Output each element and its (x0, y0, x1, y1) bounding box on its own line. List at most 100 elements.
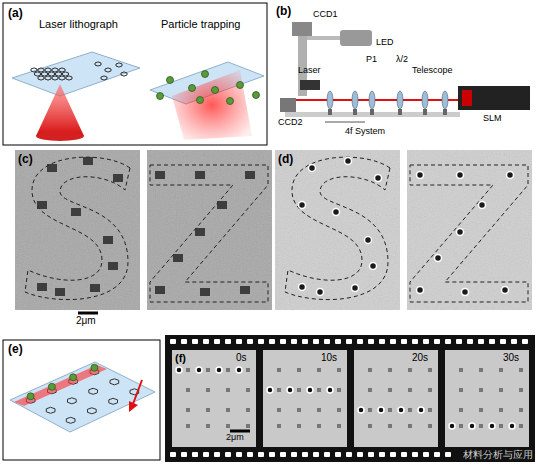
image-panel: (d) (275, 150, 532, 310)
sprocket-hole (247, 339, 253, 344)
graphene-hexagon (63, 72, 69, 76)
trapped-particle (462, 289, 469, 296)
panel-e-box: (e) (3, 340, 160, 460)
panel-a-details (31, 62, 260, 105)
sprocket-hole (302, 452, 308, 457)
trap-site (459, 368, 463, 372)
sprocket-hole (203, 339, 209, 344)
sprocket-hole (335, 339, 341, 344)
trapped-particle (299, 284, 306, 291)
lithographed-pattern (37, 201, 47, 209)
trap-site (459, 408, 463, 412)
lens (442, 91, 448, 109)
laser-line-trap (14, 365, 107, 406)
graphene-hexagon (66, 417, 75, 423)
part-name: P1 (366, 55, 377, 65)
panel-letter: (b) (276, 5, 291, 18)
node-label: 2μm (76, 315, 96, 326)
laser-cone-base (36, 131, 84, 141)
trap-site (337, 408, 341, 412)
sprocket-hole (214, 339, 220, 344)
trap-site (388, 424, 392, 428)
sprocket-hole (500, 339, 506, 344)
trapped-particle (370, 263, 377, 270)
sprocket-hole (445, 452, 451, 457)
trapped-particle (375, 175, 382, 182)
green-particle (212, 87, 219, 94)
trap-site (277, 408, 281, 412)
sprocket-hole (269, 339, 275, 344)
trapped-particle (345, 158, 352, 165)
film-frame: 20s (354, 350, 438, 447)
trapped-particle (509, 423, 515, 429)
lens-mount (370, 109, 374, 115)
trap-site (226, 388, 230, 392)
trap-site (408, 368, 412, 372)
green-particle (70, 374, 77, 381)
lithographed-pattern (245, 171, 255, 179)
trap-glow (172, 70, 252, 140)
trap-site (408, 408, 412, 412)
lithographed-pattern (240, 286, 250, 294)
part-name: CCD1 (313, 10, 338, 20)
sprocket-hole (379, 339, 385, 344)
trap-site (206, 408, 210, 412)
graphene-hexagon (45, 68, 51, 72)
sprocket-hole (258, 452, 264, 457)
graphene-hexagon (121, 72, 127, 76)
trapped-particle (479, 202, 486, 209)
trap-site (317, 368, 321, 372)
trap-site (428, 388, 432, 392)
trap-site (459, 388, 463, 392)
trap-site (246, 408, 250, 412)
trapped-particle (435, 255, 442, 262)
trapped-particle (307, 387, 313, 393)
sprocket-hole (280, 452, 286, 457)
slm-box (458, 86, 530, 110)
trap-site (368, 408, 372, 412)
panel-letter: (f) (175, 352, 186, 364)
trap-site (499, 408, 503, 412)
sprocket-hole (181, 339, 187, 344)
graphene-hexagon (95, 62, 101, 66)
trap-site (206, 388, 210, 392)
sprocket-hole (401, 452, 407, 457)
trapped-particle (418, 407, 424, 413)
trap-site (428, 368, 432, 372)
trap-site (479, 408, 483, 412)
part-name: Laser (298, 66, 321, 76)
trap-site (337, 368, 341, 372)
trap-site (226, 408, 230, 412)
trap-site (388, 388, 392, 392)
sprocket-hole (390, 339, 396, 344)
film-frame: (f)0s2μm (172, 350, 256, 447)
trapped-particle (267, 387, 273, 393)
graphene-hexagon (68, 398, 77, 404)
trapped-particle (196, 367, 202, 373)
trap-site (277, 388, 281, 392)
sprocket-hole (434, 339, 440, 344)
trap-site (186, 368, 190, 372)
part-name: Telescope (412, 66, 453, 76)
trap-site (297, 368, 301, 372)
trap-site (297, 388, 301, 392)
watermark: 材料分析与应用 (461, 449, 535, 460)
part-name: 4f System (345, 127, 385, 137)
sprocket-hole (324, 452, 330, 457)
sprocket-hole (335, 452, 341, 457)
trapped-particle (176, 367, 182, 373)
panel-a-box: (a)Laser lithographParticle trapping (3, 3, 267, 145)
graphene-hexagon (66, 76, 72, 80)
panel-cd-details (25, 157, 528, 302)
trap-site (186, 388, 190, 392)
trap-site (408, 424, 412, 428)
trap-site (277, 368, 281, 372)
trapped-particle (333, 209, 340, 216)
sprocket-hole (280, 339, 286, 344)
slm-panel (462, 90, 472, 106)
graphene-hexagon (45, 76, 51, 80)
lens-mount (353, 109, 357, 115)
green-particle (27, 393, 34, 400)
graphene-hexagon (31, 68, 37, 72)
sprocket-hole (379, 452, 385, 457)
